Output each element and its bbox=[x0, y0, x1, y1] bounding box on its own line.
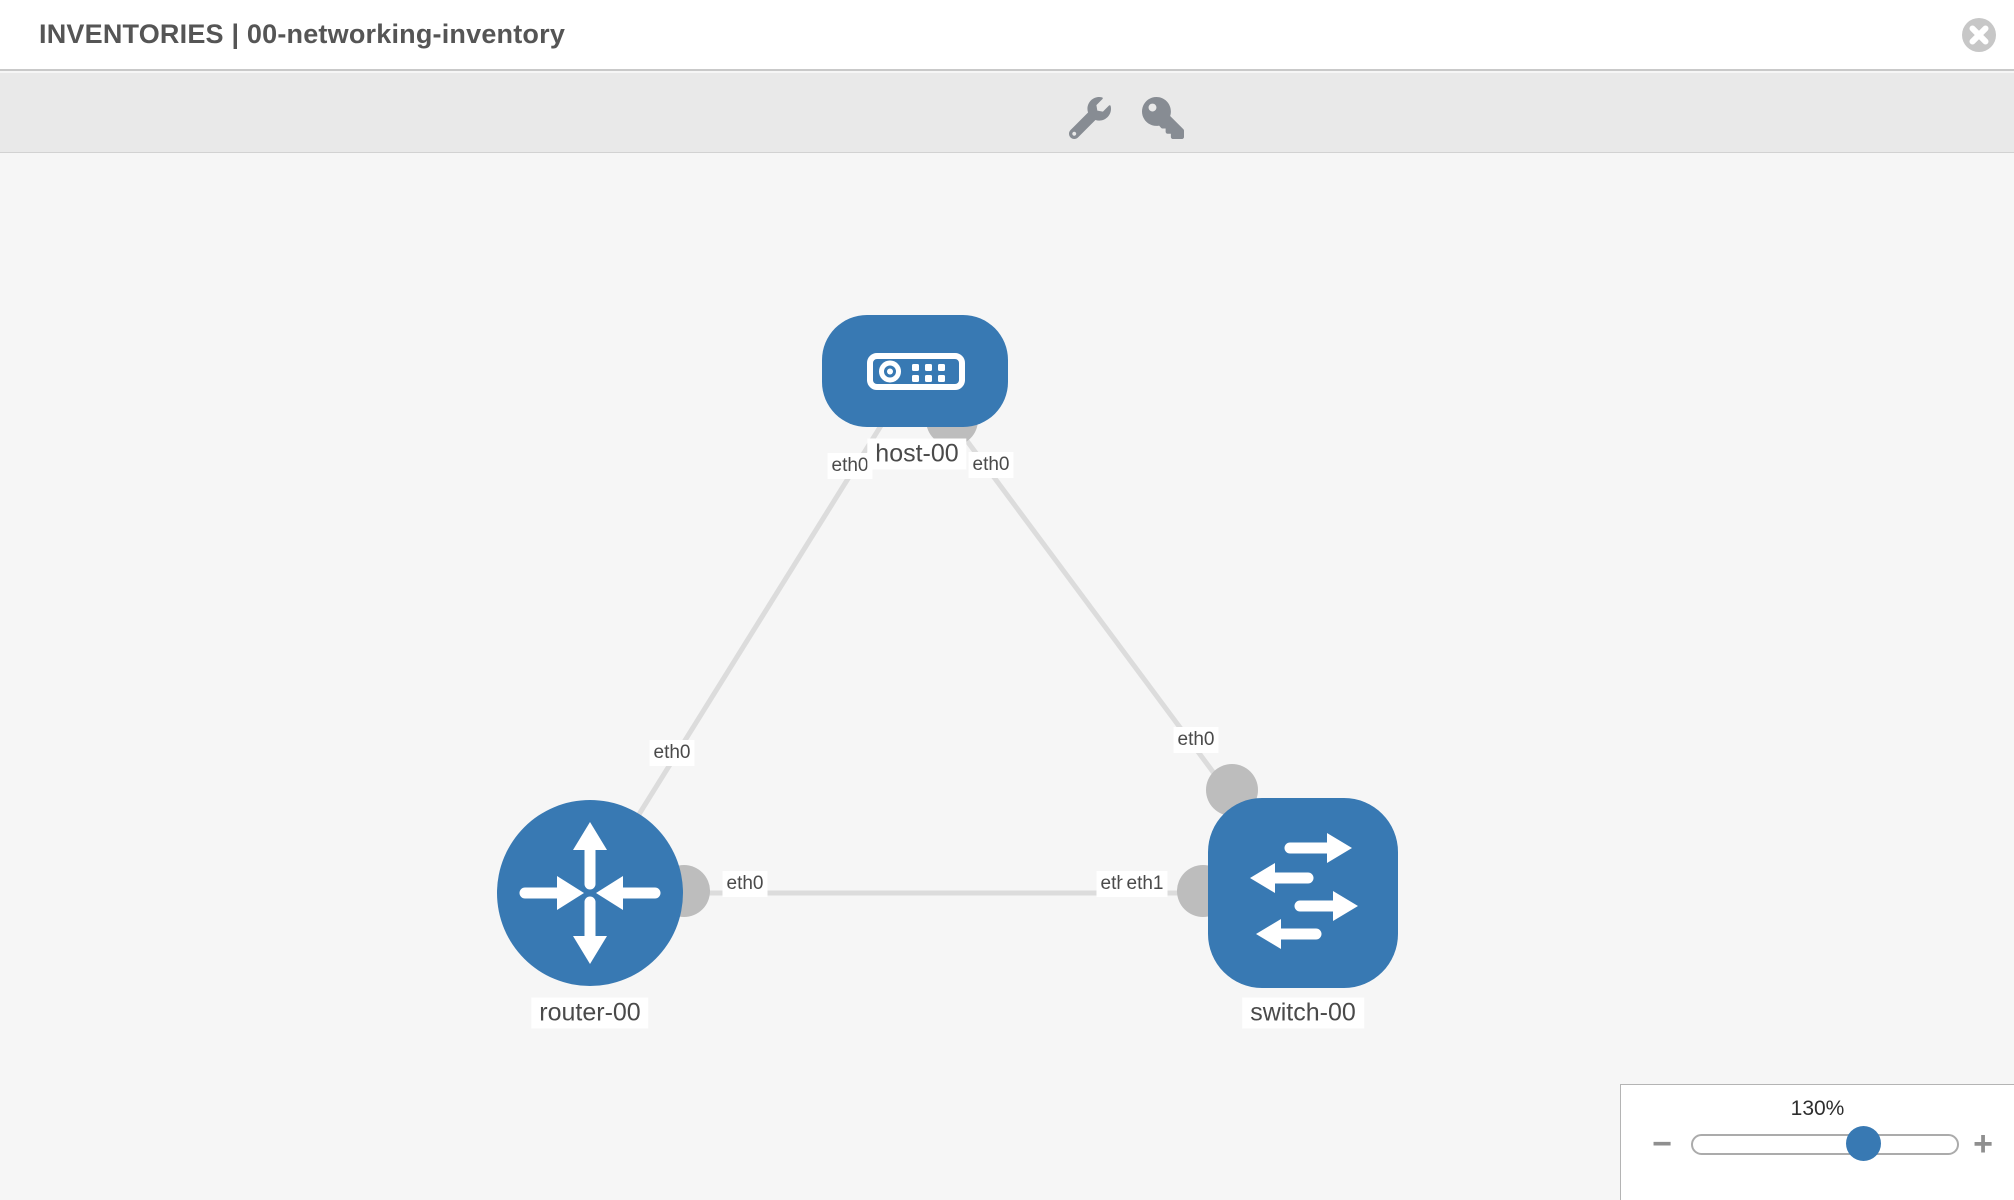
credentials-button[interactable] bbox=[1142, 97, 1184, 139]
zoom-slider-handle[interactable] bbox=[1846, 1126, 1882, 1161]
toolbar bbox=[0, 73, 2014, 153]
node-label-host: host-00 bbox=[867, 438, 967, 470]
eth-label-host-left: eth0 bbox=[827, 453, 873, 479]
close-button[interactable] bbox=[1961, 17, 1997, 53]
node-host-00[interactable] bbox=[822, 315, 1008, 427]
zoom-slider-track[interactable] bbox=[1691, 1126, 1959, 1161]
eth-label-switch-eth1: eth1 bbox=[1122, 871, 1168, 897]
router-icon bbox=[519, 822, 661, 964]
eth-label-host-switch: eth0 bbox=[1173, 727, 1219, 753]
eth-label-host-right: eth0 bbox=[968, 452, 1014, 478]
zoom-level: 130% bbox=[1790, 1097, 1845, 1120]
topology-canvas[interactable] bbox=[0, 153, 2014, 1200]
x-circle-icon bbox=[1961, 18, 1997, 56]
key-icon bbox=[1142, 97, 1184, 142]
node-switch-00[interactable] bbox=[1208, 798, 1398, 988]
zoom-out-button[interactable]: − bbox=[1645, 1127, 1679, 1161]
switch-icon bbox=[1250, 833, 1358, 949]
zoom-panel: 130% − + bbox=[1620, 1084, 2014, 1200]
node-label-router: router-00 bbox=[531, 997, 649, 1029]
page-title: INVENTORIES | 00-networking-inventory bbox=[39, 19, 566, 49]
node-router-00[interactable] bbox=[497, 800, 683, 986]
eth-label-host-router: eth0 bbox=[649, 740, 695, 766]
host-icon bbox=[867, 353, 965, 390]
eth-label-router-right: eth0 bbox=[722, 871, 768, 897]
wrench-icon bbox=[1068, 97, 1111, 142]
node-label-switch: switch-00 bbox=[1242, 997, 1364, 1029]
zoom-in-button[interactable]: + bbox=[1966, 1127, 2000, 1161]
header-bar: INVENTORIES | 00-networking-inventory bbox=[0, 0, 2014, 71]
tools-button[interactable] bbox=[1068, 97, 1111, 142]
